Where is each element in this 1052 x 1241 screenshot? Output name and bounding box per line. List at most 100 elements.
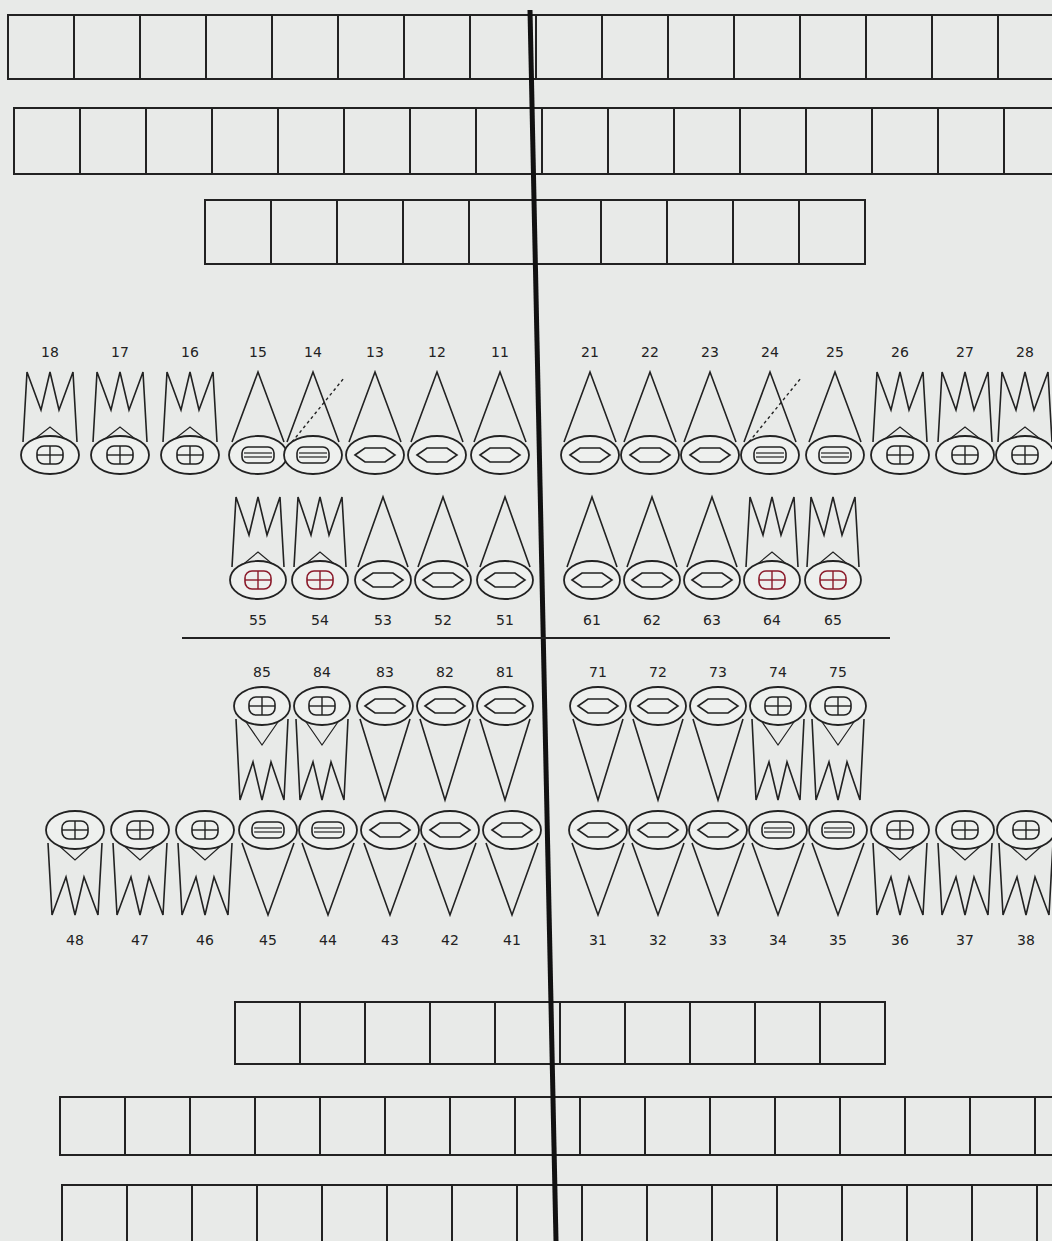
tooth-crown	[630, 687, 686, 725]
tooth-number: 45	[259, 932, 277, 948]
chart-cell	[517, 1185, 582, 1241]
chart-cell	[257, 1185, 322, 1241]
tooth-crown	[629, 811, 687, 849]
tooth-crown	[483, 811, 541, 849]
tooth-crown	[564, 561, 620, 599]
chart-cell	[452, 1185, 517, 1241]
tooth-number: 17	[111, 344, 129, 360]
tooth-root	[812, 843, 864, 915]
chart-cell	[710, 1097, 775, 1155]
chart-cell	[647, 1185, 712, 1241]
incisal-edge	[370, 823, 410, 837]
tooth-crown	[284, 436, 342, 474]
chart-cell	[320, 1097, 385, 1155]
occlusal-surface	[62, 821, 88, 839]
tooth-number: 44	[319, 932, 337, 948]
chart-cell	[205, 200, 271, 264]
occlusal-surface	[762, 822, 794, 838]
occlusal-surface	[177, 446, 203, 464]
chart-cell	[62, 1185, 127, 1241]
chart-cell	[14, 108, 80, 174]
dotted-root	[749, 378, 801, 442]
fissure	[261, 697, 262, 715]
tooth-root	[358, 497, 408, 567]
chart-cell	[625, 1002, 690, 1064]
chart-cell	[212, 108, 278, 174]
chart-cell	[515, 1097, 580, 1155]
chart-cell	[799, 200, 865, 264]
chart-cell	[775, 1097, 840, 1155]
tooth-number: 27	[956, 344, 974, 360]
chart-cell	[322, 1185, 387, 1241]
tooth-root	[23, 372, 77, 442]
fissure	[321, 697, 322, 715]
tooth-number: 14	[304, 344, 322, 360]
chart-cell	[140, 15, 206, 79]
tooth-crown	[809, 811, 867, 849]
chart-cell	[560, 1002, 625, 1064]
occlusal-surface	[309, 697, 335, 715]
chart-cell	[192, 1185, 257, 1241]
incisal-edge	[570, 448, 610, 462]
tooth-root	[302, 843, 354, 915]
chart-cell	[255, 1097, 320, 1155]
chart-cell	[866, 15, 932, 79]
tooth-root	[480, 497, 530, 567]
chart-cell	[907, 1185, 972, 1241]
fissure	[899, 821, 900, 839]
tooth-number: 51	[496, 612, 514, 628]
incisal-edge	[638, 823, 678, 837]
chart-cell	[450, 1097, 515, 1155]
chart-cell	[404, 15, 470, 79]
chart-cell	[535, 200, 601, 264]
tooth-root	[752, 843, 804, 915]
tooth-number: 23	[701, 344, 719, 360]
occlusal-surface	[107, 446, 133, 464]
tooth-root	[624, 372, 676, 442]
tooth-crown	[689, 811, 747, 849]
tooth-crown	[871, 436, 929, 474]
tooth-number: 83	[376, 664, 394, 680]
chart-cell	[608, 108, 674, 174]
chart-cell	[74, 15, 140, 79]
fissure	[257, 571, 258, 589]
tooth-crown	[361, 811, 419, 849]
tooth-crown	[749, 811, 807, 849]
tooth-root	[999, 843, 1052, 915]
tooth-number: 25	[826, 344, 844, 360]
tooth-crown	[21, 436, 79, 474]
occlusal-surface	[825, 697, 851, 715]
tooth-root	[364, 843, 416, 915]
fissure	[299, 456, 327, 457]
tooth-number: 32	[649, 932, 667, 948]
tooth-number: 41	[503, 932, 521, 948]
chart-cell	[840, 1097, 905, 1155]
occlusal-surface	[249, 697, 275, 715]
tooth-root	[873, 372, 927, 442]
chart-cell	[278, 108, 344, 174]
chart-cell	[800, 15, 866, 79]
tooth-crown	[871, 811, 929, 849]
chart-cell	[8, 15, 74, 79]
incisal-edge	[638, 699, 678, 713]
tooth-root	[474, 372, 526, 442]
tooth-root	[812, 719, 864, 800]
chart-cell	[344, 108, 410, 174]
chart-cell	[712, 1185, 777, 1241]
incisal-edge	[632, 573, 672, 587]
incisal-edge	[417, 448, 457, 462]
fissure	[49, 446, 50, 464]
chart-cell	[733, 200, 799, 264]
chart-cell	[755, 1002, 820, 1064]
tooth-number: 54	[311, 612, 329, 628]
tooth-number: 36	[891, 932, 909, 948]
chart-cell	[674, 108, 740, 174]
tooth-crown	[91, 436, 149, 474]
tooth-number: 42	[441, 932, 459, 948]
incisal-edge	[365, 699, 405, 713]
chart-cell	[235, 1002, 300, 1064]
tooth-crown	[161, 436, 219, 474]
tooth-root	[938, 372, 992, 442]
fissure	[314, 827, 342, 828]
incisal-edge	[492, 823, 532, 837]
